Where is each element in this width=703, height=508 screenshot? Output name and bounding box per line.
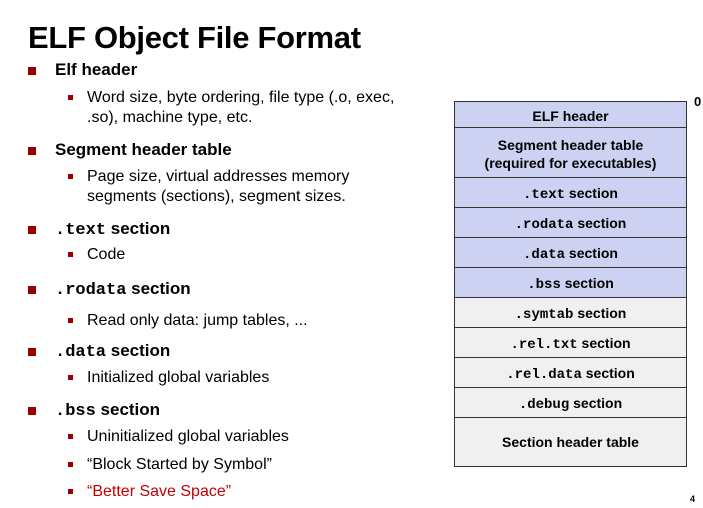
sub-bullet-text: “Better Save Space” bbox=[87, 482, 231, 502]
diagram-block: .debug section bbox=[454, 387, 687, 420]
diagram-block-label: .symtab section bbox=[515, 304, 627, 324]
diagram-block-label: .rodata section bbox=[515, 214, 627, 234]
label-text: section bbox=[560, 274, 614, 291]
sub-bullet-text: Code bbox=[87, 245, 125, 265]
code-text: .debug bbox=[518, 396, 570, 413]
label-text: section bbox=[581, 364, 635, 381]
code-text: .symtab bbox=[514, 306, 574, 323]
sub-bullet-line: .so), machine type, etc. bbox=[87, 109, 253, 126]
sub-bullet-text: Read only data: jump tables, ... bbox=[87, 311, 308, 331]
code-text: .text bbox=[55, 221, 107, 240]
bullet-heading: .bss section bbox=[55, 400, 160, 422]
label-text: section bbox=[569, 394, 623, 411]
label-text: section bbox=[565, 244, 618, 261]
code-text: .rel.data bbox=[506, 366, 582, 383]
code-text: .bss bbox=[55, 402, 96, 421]
diagram-block-label: Section header table bbox=[502, 433, 639, 451]
diagram-block-label: .rel.data section bbox=[506, 364, 635, 384]
code-text: .text bbox=[523, 186, 566, 203]
sub-bullet-text: “Block Started by Symbol” bbox=[87, 455, 272, 475]
small-square-bullet-icon bbox=[68, 95, 73, 100]
label-text: section bbox=[126, 279, 191, 298]
diagram-block: .rel.data section bbox=[454, 357, 687, 390]
diagram-block: .bss section bbox=[454, 267, 687, 300]
diagram-block-label: .rel.txt section bbox=[510, 334, 630, 354]
diagram-block: Segment header table(required for execut… bbox=[454, 127, 687, 180]
small-square-bullet-icon bbox=[68, 318, 73, 323]
sub-bullet-line: Code bbox=[87, 246, 126, 263]
diagram-block: ELF header bbox=[454, 101, 687, 130]
square-bullet-icon bbox=[28, 407, 36, 415]
small-square-bullet-icon bbox=[68, 434, 73, 439]
diagram-block-label: .debug section bbox=[519, 394, 622, 414]
diagram-block: .symtab section bbox=[454, 297, 687, 330]
small-square-bullet-icon bbox=[68, 174, 73, 179]
sub-bullet-line: Read only data: jump tables, ... bbox=[87, 312, 308, 329]
bullet-heading: .data section bbox=[55, 341, 170, 363]
code-text: .data bbox=[523, 246, 566, 263]
label-text: section bbox=[573, 214, 627, 231]
sub-bullet-text: Page size, virtual addresses memory segme… bbox=[87, 167, 349, 207]
slide-title: ELF Object File Format bbox=[28, 20, 361, 55]
square-bullet-icon bbox=[28, 147, 36, 155]
label-text: Segment header table bbox=[55, 140, 232, 159]
label-text: Section header table bbox=[502, 434, 639, 450]
label-text: ELF header bbox=[532, 107, 609, 124]
label-text: (required for executables) bbox=[484, 154, 657, 171]
diagram-block: Section header table bbox=[454, 417, 687, 467]
sub-bullet-text: Initialized global variables bbox=[87, 368, 269, 388]
square-bullet-icon bbox=[28, 286, 36, 294]
square-bullet-icon bbox=[28, 226, 36, 234]
code-text: .bss bbox=[527, 276, 561, 293]
code-text: .rel.txt bbox=[510, 336, 578, 353]
diagram-block: .data section bbox=[454, 237, 687, 270]
diagram-block: .rodata section bbox=[454, 207, 687, 240]
diagram-block-label: ELF header bbox=[532, 107, 608, 125]
diagram-block: .text section bbox=[454, 177, 687, 210]
label-text: section bbox=[565, 184, 618, 201]
diagram-block: .rel.txt section bbox=[454, 327, 687, 360]
diagram-block-label: .data section bbox=[523, 244, 618, 264]
sub-bullet-line: Page size, virtual addresses memory bbox=[87, 168, 350, 185]
label-text: Elf header bbox=[55, 60, 138, 79]
code-text: .rodata bbox=[55, 281, 127, 300]
code-text: .data bbox=[55, 343, 107, 362]
sub-bullet-line: “Block Started by Symbol” bbox=[87, 456, 272, 473]
sub-bullet-text: Word size, byte ordering, file type (.o,… bbox=[87, 88, 394, 128]
label-text: section bbox=[106, 341, 171, 360]
page-number: 4 bbox=[690, 494, 696, 504]
diagram-block-label: .text section bbox=[523, 184, 618, 204]
small-square-bullet-icon bbox=[68, 489, 73, 494]
sub-bullet-line: segments (sections), segment sizes. bbox=[87, 188, 346, 205]
diagram-block-label: Segment header table(required for execut… bbox=[485, 136, 657, 172]
sub-bullet-line: Uninitialized global variables bbox=[87, 428, 289, 445]
small-square-bullet-icon bbox=[68, 252, 73, 257]
square-bullet-icon bbox=[28, 67, 36, 75]
bullet-heading: .text section bbox=[55, 219, 170, 241]
bullet-heading: .rodata section bbox=[55, 279, 191, 301]
sub-bullet-text: Uninitialized global variables bbox=[87, 427, 289, 447]
sub-bullet-line: Word size, byte ordering, file type (.o,… bbox=[87, 89, 395, 106]
bullet-heading: Segment header table bbox=[55, 140, 232, 160]
label-text: section bbox=[95, 400, 161, 419]
small-square-bullet-icon bbox=[68, 375, 73, 380]
bullet-heading: Elf header bbox=[55, 60, 137, 80]
sub-bullet-line: “Better Save Space” bbox=[87, 483, 232, 500]
small-square-bullet-icon bbox=[68, 462, 73, 467]
sub-bullet-line: Initialized global variables bbox=[87, 369, 270, 386]
label-text: Segment header table bbox=[497, 136, 644, 153]
diagram-block-label: .bss section bbox=[527, 274, 614, 294]
square-bullet-icon bbox=[28, 348, 36, 356]
code-text: .rodata bbox=[514, 216, 574, 233]
offset-zero-label: 0 bbox=[694, 94, 702, 109]
label-text: section bbox=[573, 304, 627, 321]
label-text: section bbox=[106, 219, 171, 238]
label-text: section bbox=[577, 334, 631, 351]
